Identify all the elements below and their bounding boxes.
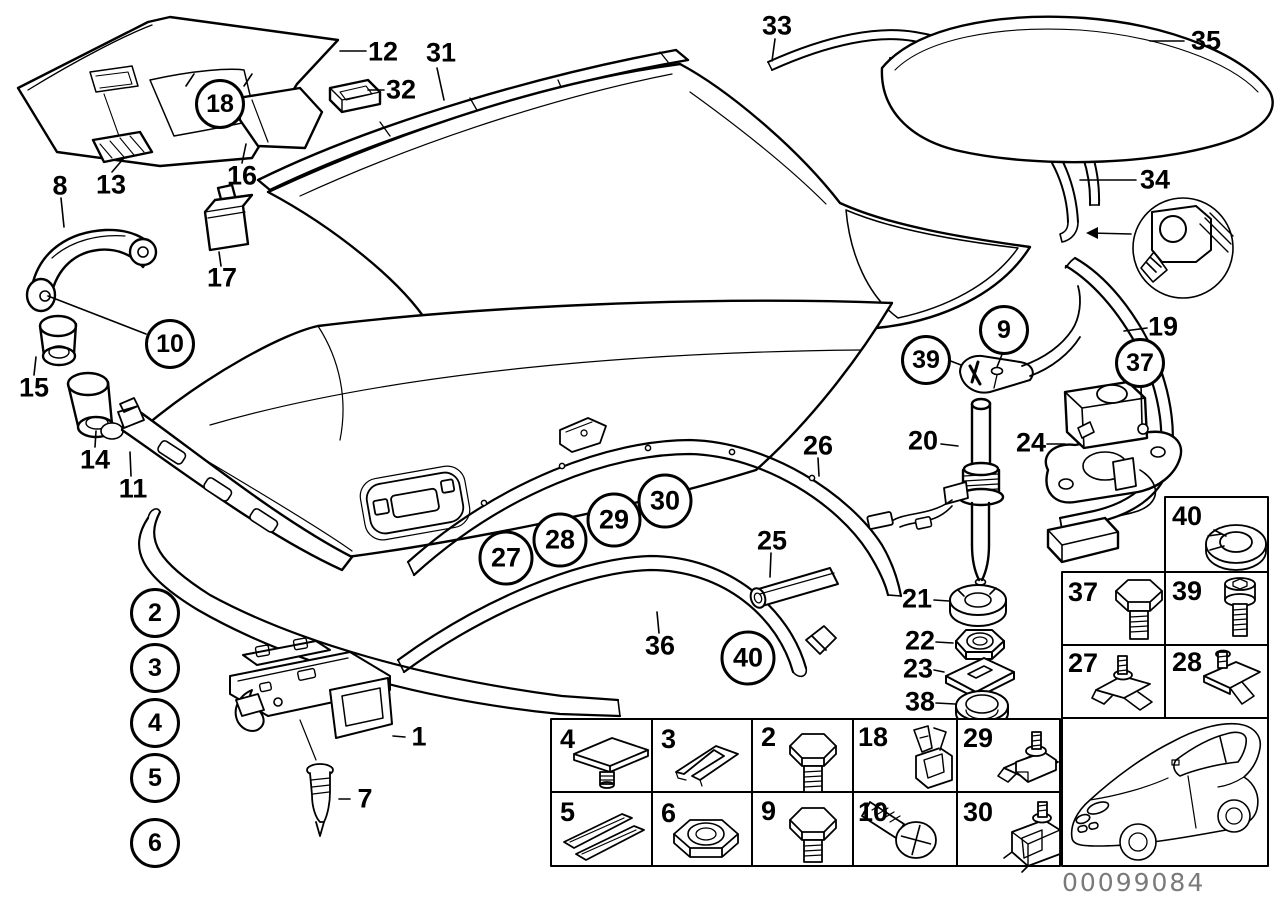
shelf-seal-26	[406, 438, 903, 598]
callout-38[interactable]: 38	[904, 686, 936, 717]
cage-clamp-icon	[1003, 801, 1061, 873]
callout-17[interactable]: 17	[206, 262, 238, 293]
circled-callout-39[interactable]: 39	[901, 335, 951, 385]
grid-cell-label-30[interactable]: 30	[963, 797, 994, 827]
gas-strut	[866, 397, 1005, 586]
clip-stud-icon	[1203, 649, 1261, 705]
circled-callout-2[interactable]: 2	[130, 588, 180, 638]
circled-callout-10[interactable]: 10	[145, 319, 195, 369]
callout-14[interactable]: 14	[79, 444, 111, 475]
handle-cap	[66, 371, 124, 440]
circled-callout-28[interactable]: 28	[532, 512, 588, 568]
spring-clip-icon	[913, 725, 953, 789]
circled-callout-37[interactable]: 37	[1115, 338, 1165, 388]
stud-pad-icon	[573, 737, 649, 789]
callout-26[interactable]: 26	[802, 430, 834, 461]
circled-callout-27[interactable]: 27	[478, 530, 534, 586]
grab-handle	[25, 228, 158, 313]
grid-cell-label-37[interactable]: 37	[1068, 577, 1099, 607]
slotted-ring-icon	[1205, 524, 1267, 571]
latch-assembly	[229, 637, 393, 761]
hex-nut-icon	[673, 819, 739, 858]
callout-22[interactable]: 22	[904, 625, 936, 656]
car-three-quarter-icon	[1070, 722, 1262, 861]
strut-bracket	[959, 354, 1034, 394]
adhesive-pad	[91, 93, 154, 164]
callout-1[interactable]: 1	[411, 721, 427, 752]
grid-cell-label-39[interactable]: 39	[1172, 576, 1203, 606]
drive-motor	[1044, 380, 1183, 564]
callout-21[interactable]: 21	[901, 583, 933, 614]
callout-12[interactable]: 12	[367, 36, 399, 67]
callout-15[interactable]: 15	[18, 372, 50, 403]
callout-23[interactable]: 23	[902, 653, 934, 684]
leader-lines	[33, 38, 1185, 800]
lamp-housing	[328, 78, 382, 114]
seal-cross-section-icon	[1086, 197, 1234, 299]
u-shim-icon	[675, 745, 739, 787]
clip-stud-icon	[1091, 655, 1153, 711]
figure-code: 00099084	[1062, 868, 1206, 897]
grid-cell-label-10[interactable]: 10	[858, 797, 889, 827]
callout-34[interactable]: 34	[1139, 164, 1171, 195]
grid-cell-label-28[interactable]: 28	[1172, 647, 1203, 677]
shelf-seal-36	[396, 554, 837, 678]
grid-cell-label-40[interactable]: 40	[1172, 501, 1203, 531]
grid-cell-label-5[interactable]: 5	[560, 797, 576, 827]
callout-24[interactable]: 24	[1015, 427, 1047, 458]
callout-36[interactable]: 36	[644, 630, 676, 661]
callout-35[interactable]: 35	[1190, 25, 1222, 56]
phillips-screw-icon	[861, 801, 937, 859]
callout-33[interactable]: 33	[761, 10, 793, 41]
switch-connector	[203, 183, 254, 252]
shelf-trim-loop	[138, 508, 622, 718]
grid-cell-label-9[interactable]: 9	[761, 796, 777, 826]
grid-cell-label-27[interactable]: 27	[1068, 648, 1099, 678]
front-rail-11	[117, 397, 354, 572]
grid-cell-label-29[interactable]: 29	[963, 723, 994, 753]
callout-31[interactable]: 31	[425, 37, 457, 68]
latch-screw	[306, 763, 334, 837]
circled-callout-30[interactable]: 30	[637, 473, 693, 529]
callout-20[interactable]: 20	[907, 425, 939, 456]
circled-callout-9[interactable]: 9	[979, 305, 1029, 355]
socket-head-screw-icon	[1224, 577, 1256, 637]
circled-callout-4[interactable]: 4	[130, 698, 180, 748]
hex-bolt-icon	[1115, 579, 1163, 640]
callout-32[interactable]: 32	[385, 74, 417, 105]
circled-callout-3[interactable]: 3	[130, 643, 180, 693]
circled-callout-40[interactable]: 40	[720, 630, 776, 686]
callout-16[interactable]: 16	[226, 160, 258, 191]
rear-window-glass	[880, 15, 1274, 164]
rail-shim-icon	[563, 813, 645, 861]
grid-cell-label-4[interactable]: 4	[560, 724, 576, 754]
grid-cell-label-3[interactable]: 3	[661, 724, 677, 754]
clamp-bracket-icon	[997, 731, 1059, 783]
grid-cell-label-6[interactable]: 6	[661, 798, 677, 828]
circled-callout-29[interactable]: 29	[586, 492, 642, 548]
circled-callout-18[interactable]: 18	[195, 79, 245, 129]
callout-7[interactable]: 7	[357, 783, 373, 814]
callout-13[interactable]: 13	[95, 169, 127, 200]
callout-19[interactable]: 19	[1147, 311, 1179, 342]
handle-cap	[38, 314, 78, 367]
callout-11[interactable]: 11	[118, 473, 148, 504]
callout-8[interactable]: 8	[52, 170, 68, 201]
circled-callout-6[interactable]: 6	[130, 818, 180, 868]
trim-piece	[236, 86, 324, 150]
rubber-buffer-tube	[749, 567, 839, 609]
mount-hardware-stack	[945, 584, 1015, 729]
grid-cell-label-18[interactable]: 18	[858, 722, 889, 752]
circled-callout-5[interactable]: 5	[130, 753, 180, 803]
hex-bolt-icon	[789, 807, 837, 863]
inner-headliner-panel	[141, 299, 894, 559]
callout-25[interactable]: 25	[756, 525, 788, 556]
hex-bolt-icon	[789, 733, 837, 793]
grid-cell-label-2[interactable]: 2	[761, 722, 777, 752]
